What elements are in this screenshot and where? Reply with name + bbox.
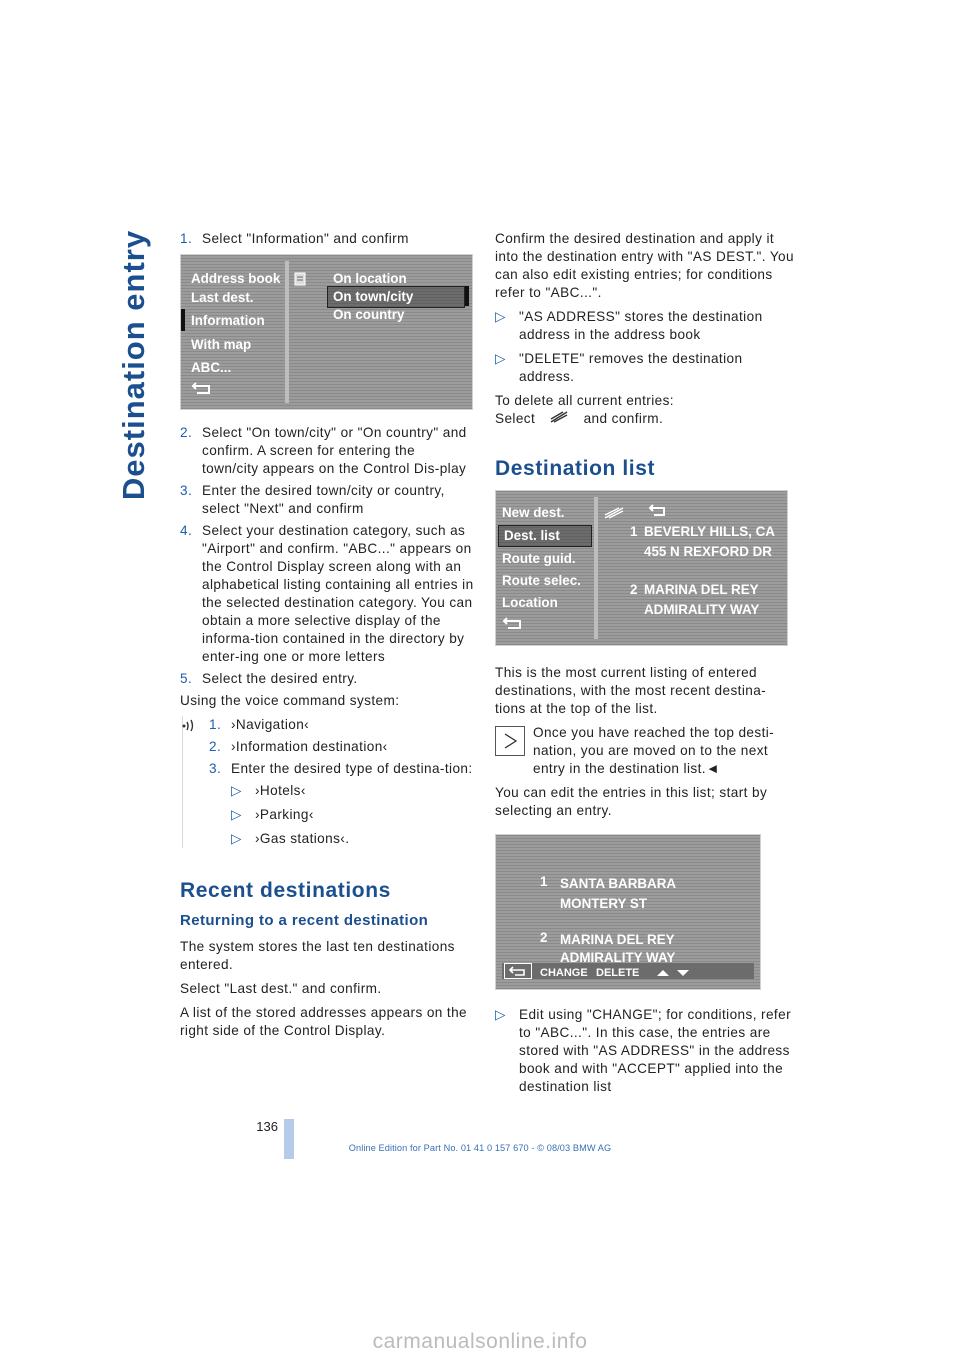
change-button[interactable]: CHANGE — [540, 967, 588, 980]
page-number: 136 — [256, 1119, 278, 1134]
entry-2-line1[interactable]: MARINA DEL REY — [644, 582, 759, 598]
voice-bullet-parking: ▷›Parking‹ — [231, 807, 314, 822]
edit-toolbar — [502, 963, 754, 980]
paragraph-select-last: Select "Last dest." and confirm. — [180, 981, 382, 996]
menu-information[interactable]: Information — [191, 313, 265, 328]
entry-1-line2[interactable]: 455 N REXFORD DR — [644, 544, 772, 560]
screen-information-menu: Address book Last dest. Information With… — [180, 254, 473, 410]
paragraph-confirm: Confirm the desired destination and appl… — [495, 231, 794, 300]
paragraph-select-confirm: Select and confirm. — [495, 410, 795, 428]
voice-bullet-hotels: ▷›Hotels‹ — [231, 783, 306, 798]
heading-destination-list: Destination list — [495, 457, 656, 481]
step-4: 4. Select your destination category, suc… — [180, 523, 474, 664]
bullet-edit-change: ▷Edit using "CHANGE"; for conditions, re… — [495, 1007, 791, 1095]
menu-route-guid[interactable]: Route guid. — [502, 551, 576, 567]
entry-number: 2 — [630, 582, 638, 598]
left-column: 1. Select "Information" and confirm Addr… — [180, 230, 475, 1046]
voice-step-3: 3. Enter the desired type of destina-tio… — [209, 761, 473, 776]
scroll-down-icon[interactable] — [676, 965, 690, 983]
right-column: Confirm the desired destination and appl… — [495, 230, 795, 1102]
edit-entry-1-line1[interactable]: SANTA BARBARA — [560, 876, 677, 892]
step-5: 5. Select the desired entry. — [180, 671, 358, 686]
voice-step-1: 1. ›Navigation‹ — [209, 717, 310, 732]
menu-route-selec[interactable]: Route selec. — [502, 573, 581, 589]
subheading-returning: Returning to a recent destination — [180, 912, 429, 929]
paragraph-current-listing: This is the most current listing of ente… — [495, 665, 767, 717]
paragraph-list-appears: A list of the stored addresses appears o… — [180, 1005, 468, 1038]
note-triangle-icon — [495, 726, 525, 757]
side-section-title: Destination entry — [116, 229, 151, 501]
end-marker: ◄ — [705, 761, 720, 777]
voice-step-2: 2. ›Information destination‹ — [209, 739, 388, 754]
menu-dest-list[interactable]: Dest. list — [498, 525, 592, 548]
menu-last-dest[interactable]: Last dest. — [191, 290, 254, 305]
menu-on-country[interactable]: On country — [333, 307, 405, 322]
screen-destination-list: New dest. Dest. list Route guid. Route s… — [495, 490, 788, 647]
selection-marker-right — [465, 286, 469, 306]
delete-all-icon — [539, 410, 579, 428]
paragraph-edit-entries: You can edit the entries in this list; s… — [495, 785, 768, 819]
delete-button[interactable]: DELETE — [596, 967, 640, 980]
bullet-delete: ▷"DELETE" removes the destination addres… — [495, 351, 743, 384]
entry-1-line1[interactable]: BEVERLY HILLS, CA — [644, 524, 775, 540]
watermark: carmanualsonline.info — [372, 1330, 588, 1353]
back-arrow-icon[interactable] — [502, 616, 524, 635]
menu-new-dest[interactable]: New dest. — [502, 505, 565, 521]
delete-all-icon[interactable] — [604, 506, 624, 524]
back-arrow-icon-right[interactable] — [648, 503, 668, 522]
menu-address-book[interactable]: Address book — [191, 271, 281, 286]
menu-location[interactable]: Location — [502, 595, 558, 611]
screen-divider — [594, 497, 598, 640]
note-top-destination: Once you have reached the top desti-nati… — [495, 724, 795, 778]
selection-marker — [181, 309, 185, 331]
menu-with-map[interactable]: With map — [191, 337, 252, 352]
bullet-as-address: ▷"AS ADDRESS" stores the destination add… — [495, 309, 763, 342]
step-1: 1. Select "Information" and confirm — [180, 231, 409, 246]
back-arrow-icon[interactable] — [191, 381, 213, 400]
edit-entry-2-line2[interactable]: ADMIRALITY WAY — [560, 950, 676, 966]
entry-number: 1 — [630, 524, 638, 540]
menu-on-town-city[interactable]: On town/city — [327, 286, 465, 308]
scroll-up-icon[interactable] — [656, 965, 670, 983]
entry-2-line2[interactable]: ADMIRALITY WAY — [644, 602, 760, 618]
voice-command-block: 1. ›Navigation‹ 2. ›Information destinat… — [182, 716, 475, 848]
step-2: 2. Select "On town/city" or "On country"… — [180, 425, 467, 476]
entry-number: 2 — [540, 930, 548, 946]
back-arrow-icon[interactable] — [504, 963, 532, 980]
edit-entry-1-line2[interactable]: MONTERY ST — [560, 896, 648, 912]
paragraph-stores: The system stores the last ten destinati… — [180, 939, 455, 972]
online-edition-footer: Online Edition for Part No. 01 41 0 157 … — [348, 1143, 612, 1153]
voice-bullet-gas: ▷›Gas stations‹. — [231, 831, 350, 846]
voice-intro: Using the voice command system: — [180, 693, 400, 708]
voice-command-icon — [182, 716, 200, 734]
address-book-icon — [293, 272, 307, 291]
paragraph-delete-all: To delete all current entries: — [495, 393, 674, 408]
heading-recent-destinations: Recent destinations — [180, 879, 391, 902]
step-3: 3. Enter the desired town/city or countr… — [180, 483, 445, 516]
edit-entry-2-line1[interactable]: MARINA DEL REY — [560, 932, 675, 948]
menu-abc[interactable]: ABC... — [191, 360, 232, 375]
menu-on-location[interactable]: On location — [333, 271, 407, 286]
footer-bar — [284, 1119, 294, 1159]
screen-divider — [285, 261, 289, 403]
screen-edit-entry: 1 SANTA BARBARA MONTERY ST 2 MARINA DEL … — [495, 834, 761, 991]
entry-number: 1 — [540, 874, 548, 890]
